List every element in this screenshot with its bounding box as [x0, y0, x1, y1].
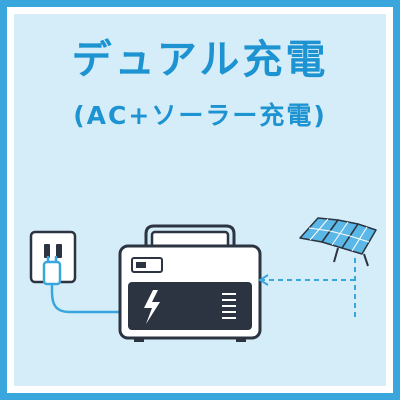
solar-panel-icon [299, 217, 377, 267]
solar-cable-dashed [262, 258, 356, 318]
vent-lines [222, 293, 236, 319]
subtitle: (AC+ソーラー充電) [73, 101, 327, 130]
plug-icon [42, 256, 62, 292]
title: デュアル充電 [71, 37, 329, 83]
arrow-head-icon [258, 274, 269, 286]
lightning-bolt-icon [144, 290, 160, 324]
ac-cable [50, 291, 120, 314]
portable-power-station-icon [118, 224, 262, 342]
